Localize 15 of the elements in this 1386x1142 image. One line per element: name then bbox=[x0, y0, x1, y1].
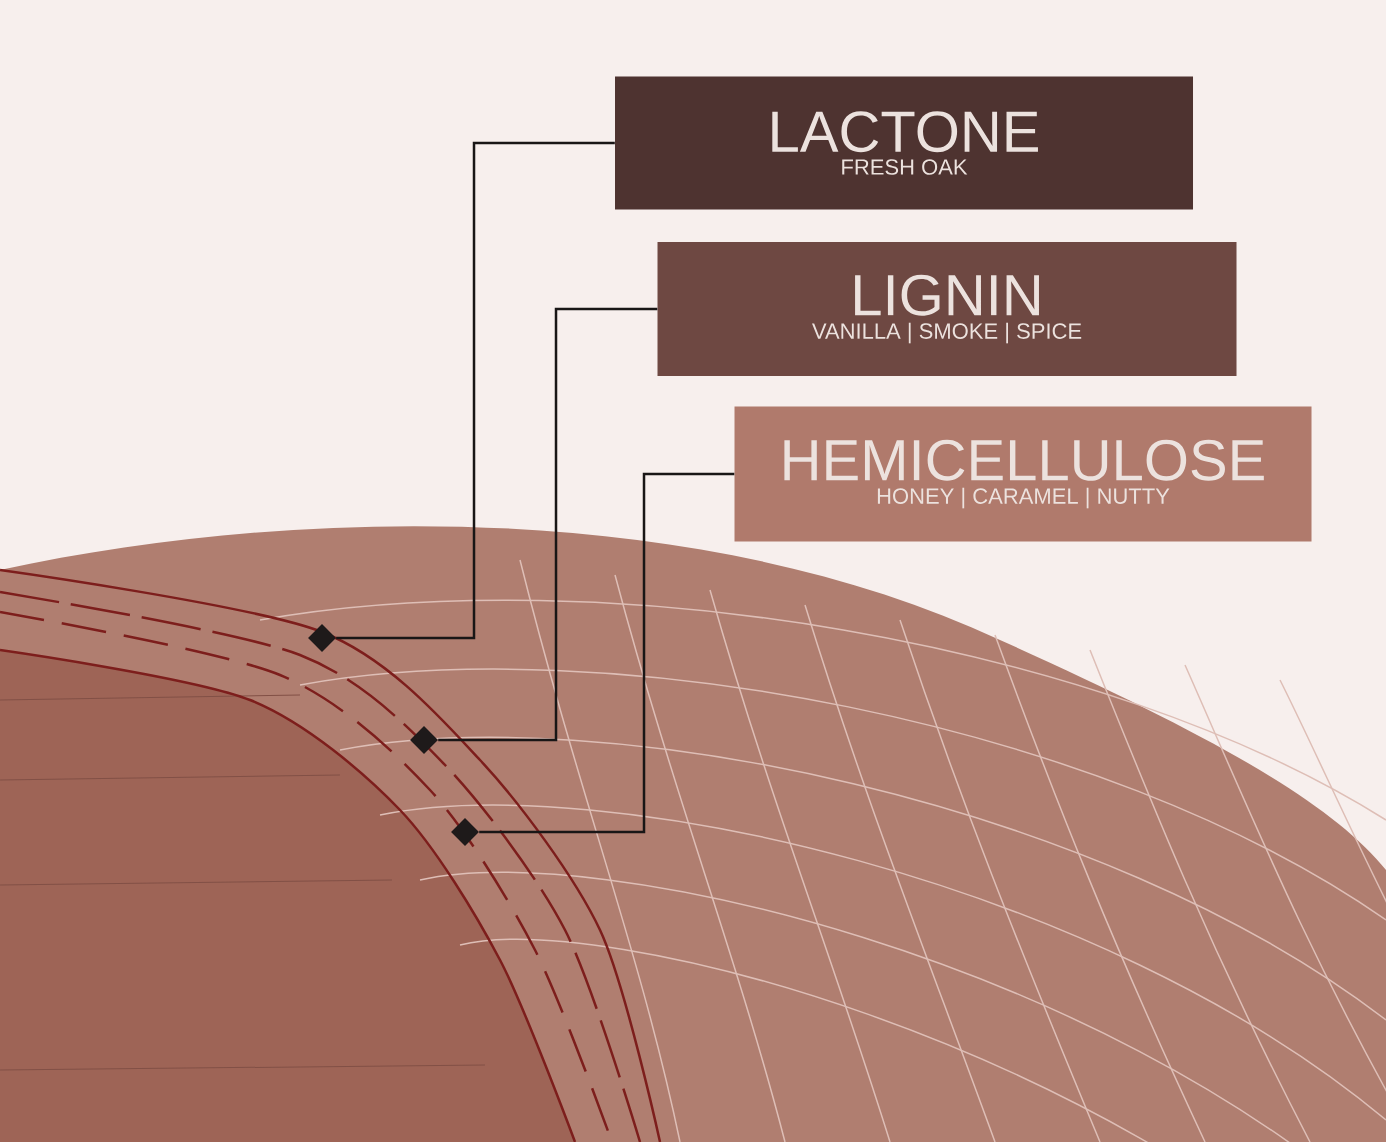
heading: LACTONE bbox=[772, 111, 1038, 153]
heading: HEMICELLULOSE bbox=[784, 439, 1264, 481]
marker-diamond bbox=[410, 726, 438, 754]
label-box bbox=[657, 242, 1237, 376]
subtitle: VANILLA | SMOKE | SPICE bbox=[812, 322, 1082, 344]
subtitle: HONEY | CARAMEL | NUTTY bbox=[877, 487, 1170, 509]
heading: LIGNIN bbox=[855, 274, 1039, 316]
marker-diamond bbox=[451, 818, 479, 846]
leader-line bbox=[479, 472, 735, 834]
label-box bbox=[615, 76, 1193, 210]
label-box bbox=[734, 406, 1312, 542]
leader-line bbox=[438, 307, 658, 742]
leader-line bbox=[336, 141, 615, 640]
subtitle: FRESH OAK bbox=[842, 159, 968, 175]
marker-diamond bbox=[308, 624, 336, 652]
